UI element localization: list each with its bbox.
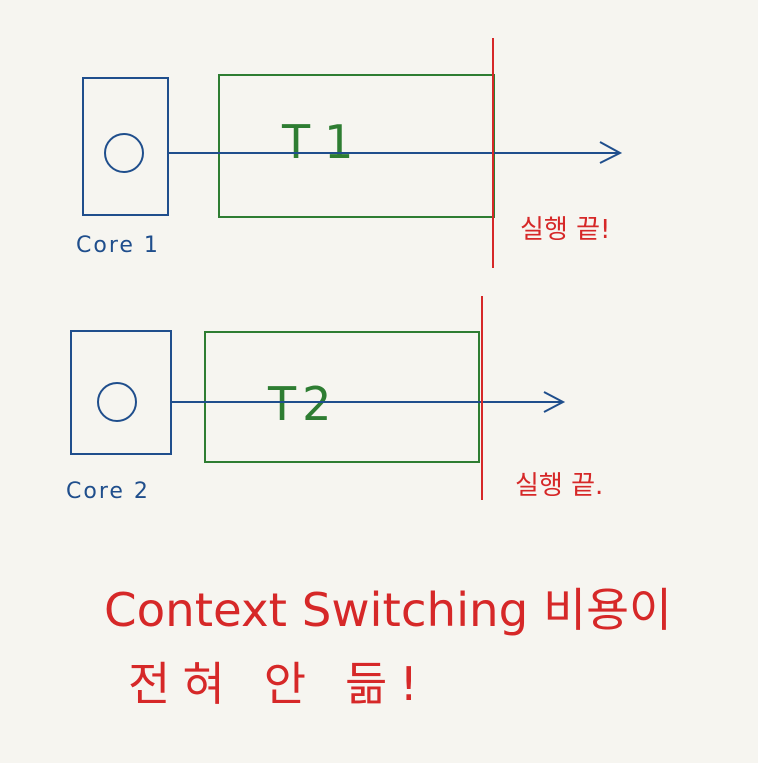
core-1-box bbox=[82, 77, 169, 216]
end-label-1: 실행 끝! bbox=[520, 215, 610, 245]
core-2-label: Core 2 bbox=[66, 479, 150, 504]
core-2-group: Core 2 T2 실행 끝. bbox=[66, 296, 603, 504]
thread-t1-label: T1 bbox=[281, 115, 367, 169]
thread-t2-label: T2 bbox=[267, 377, 337, 431]
core-1-group: Core 1 T1 실행 끝! bbox=[76, 38, 623, 268]
core-2-circle bbox=[97, 382, 137, 422]
core-1-circle bbox=[104, 133, 144, 173]
thread-t2-box bbox=[204, 331, 480, 463]
end-label-2: 실행 끝. bbox=[515, 471, 603, 501]
note-line-2: 전혀 안 듦! bbox=[128, 657, 418, 711]
timeline-2-arrowhead bbox=[543, 391, 566, 413]
note-line-1: Context Switching 비용이 bbox=[104, 583, 672, 637]
core-1-label: Core 1 bbox=[76, 233, 160, 258]
core-2-box bbox=[70, 330, 172, 455]
note-group: Context Switching 비용이 전혀 안 듦! bbox=[104, 583, 672, 711]
timeline-1-arrowhead bbox=[599, 141, 623, 164]
